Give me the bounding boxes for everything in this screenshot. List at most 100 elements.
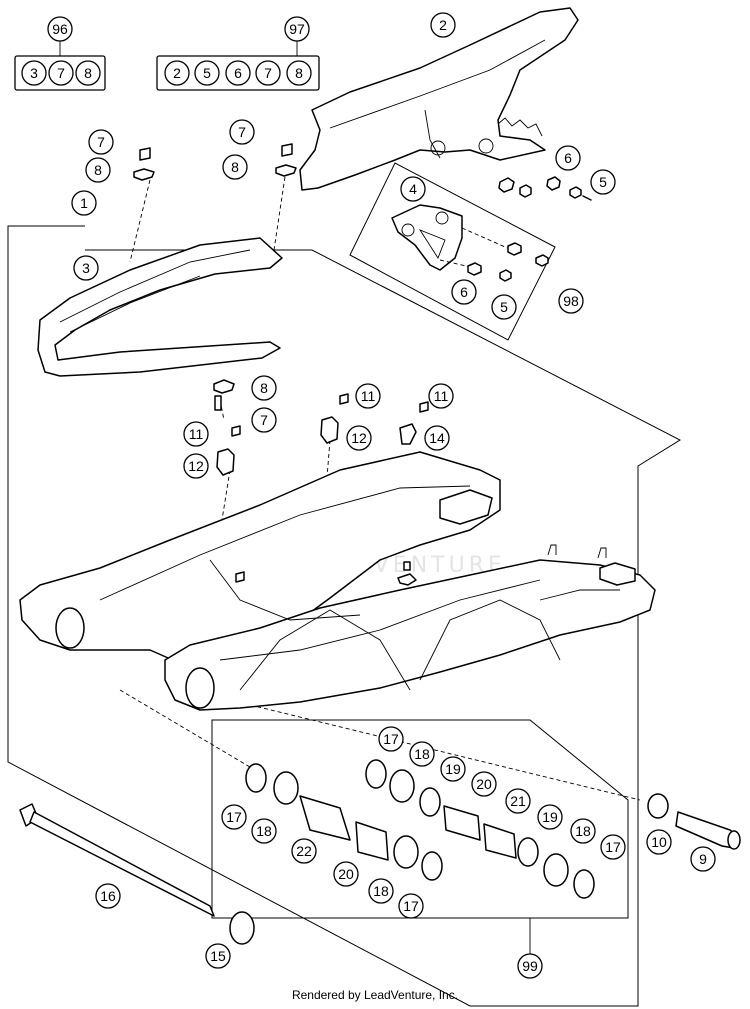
callout-14[interactable]: 14 <box>424 425 450 451</box>
callout-8[interactable]: 8 <box>251 375 277 401</box>
callout-5[interactable]: 5 <box>491 294 517 320</box>
kit-96-item[interactable]: 8 <box>75 60 101 86</box>
callout-96[interactable]: 96 <box>47 16 73 42</box>
svg-text:8: 8 <box>295 65 303 81</box>
svg-text:19: 19 <box>445 761 461 777</box>
callout-19[interactable]: 19 <box>440 756 466 782</box>
svg-text:20: 20 <box>338 866 354 882</box>
svg-text:17: 17 <box>605 839 621 855</box>
svg-text:7: 7 <box>238 124 246 140</box>
svg-text:4: 4 <box>409 181 417 197</box>
callout-15[interactable]: 15 <box>205 943 231 969</box>
svg-text:7: 7 <box>57 65 65 81</box>
callout-8[interactable]: 8 <box>85 157 111 183</box>
kit-97: 97 2 5 6 7 8 <box>156 16 320 91</box>
svg-text:2: 2 <box>439 17 447 33</box>
kit-97-item[interactable]: 5 <box>194 60 220 86</box>
kit-97-item[interactable]: 2 <box>164 60 190 86</box>
callout-2[interactable]: 2 <box>430 12 456 38</box>
svg-text:5: 5 <box>599 174 607 190</box>
kit-97-item[interactable]: 6 <box>225 60 251 86</box>
callout-8[interactable]: 8 <box>222 154 248 180</box>
kit-96-item[interactable]: 3 <box>21 60 47 86</box>
pivot-bolt <box>647 793 741 850</box>
callout-20[interactable]: 20 <box>333 861 359 887</box>
callout-6[interactable]: 6 <box>555 145 581 171</box>
callout-20[interactable]: 20 <box>471 771 497 797</box>
svg-text:7: 7 <box>260 412 268 428</box>
kit-96-item[interactable]: 7 <box>48 60 74 86</box>
kit-97-item[interactable]: 8 <box>286 60 312 86</box>
svg-text:9: 9 <box>699 851 707 867</box>
svg-text:2: 2 <box>173 65 181 81</box>
svg-text:96: 96 <box>52 21 68 37</box>
callout-18[interactable]: 18 <box>409 741 435 767</box>
callout-3[interactable]: 3 <box>73 255 99 281</box>
swingarm-axle <box>19 803 255 945</box>
swingarm <box>19 451 656 711</box>
svg-text:8: 8 <box>260 380 268 396</box>
svg-text:12: 12 <box>351 430 367 446</box>
svg-text:5: 5 <box>203 65 211 81</box>
svg-text:8: 8 <box>94 162 102 178</box>
svg-text:11: 11 <box>434 388 449 404</box>
svg-text:20: 20 <box>476 776 492 792</box>
svg-text:3: 3 <box>82 260 90 276</box>
callout-10[interactable]: 10 <box>646 829 672 855</box>
callout-11[interactable]: 11 <box>183 421 209 447</box>
callout-19[interactable]: 19 <box>537 804 563 830</box>
callout-12[interactable]: 12 <box>346 425 372 451</box>
kit-97-item[interactable]: 7 <box>255 60 281 86</box>
bolts-top <box>498 176 592 201</box>
svg-text:10: 10 <box>651 834 667 850</box>
callout-7[interactable]: 7 <box>229 119 255 145</box>
callout-99[interactable]: 99 <box>517 953 543 979</box>
callout-9[interactable]: 9 <box>690 846 716 872</box>
svg-text:15: 15 <box>210 948 226 964</box>
svg-text:1: 1 <box>80 195 88 211</box>
callout-4[interactable]: 4 <box>400 176 426 202</box>
svg-text:12: 12 <box>188 458 204 474</box>
callout-16[interactable]: 16 <box>95 883 121 909</box>
svg-text:17: 17 <box>383 731 399 747</box>
callout-98[interactable]: 98 <box>558 288 584 314</box>
svg-text:8: 8 <box>231 159 239 175</box>
callout-18[interactable]: 18 <box>368 878 394 904</box>
callout-12[interactable]: 12 <box>183 453 209 479</box>
callout-7[interactable]: 7 <box>251 407 277 433</box>
footer-credit: Rendered by LeadVenture, Inc. <box>291 988 459 1002</box>
callout-18[interactable]: 18 <box>570 818 596 844</box>
kit-96: 96 3 7 8 <box>14 16 106 91</box>
callout-1[interactable]: 1 <box>71 190 97 216</box>
callout-18[interactable]: 18 <box>251 818 277 844</box>
callout-17[interactable]: 17 <box>398 893 424 919</box>
callout-5[interactable]: 5 <box>590 169 616 195</box>
svg-text:98: 98 <box>563 293 579 309</box>
callout-11[interactable]: 11 <box>355 383 381 409</box>
sprocket-guide <box>391 204 513 271</box>
svg-text:97: 97 <box>289 21 305 37</box>
svg-text:18: 18 <box>256 823 272 839</box>
svg-text:14: 14 <box>429 430 445 446</box>
svg-text:3: 3 <box>30 65 38 81</box>
callout-11[interactable]: 11 <box>428 383 454 409</box>
svg-text:6: 6 <box>564 150 572 166</box>
assembly-frame <box>7 225 682 1007</box>
svg-text:8: 8 <box>84 65 92 81</box>
callout-21[interactable]: 21 <box>505 788 531 814</box>
callout-17[interactable]: 17 <box>600 834 626 860</box>
callout-22[interactable]: 22 <box>291 838 317 864</box>
callout-6[interactable]: 6 <box>451 279 477 305</box>
callout-17[interactable]: 17 <box>378 726 404 752</box>
chain-guard <box>299 7 579 191</box>
sprocket-guide-frame <box>349 162 556 341</box>
bearings <box>245 759 595 899</box>
svg-text:6: 6 <box>460 284 468 300</box>
callout-7[interactable]: 7 <box>88 129 114 155</box>
callout-97[interactable]: 97 <box>284 16 310 42</box>
svg-text:19: 19 <box>542 809 558 825</box>
leader-lines <box>119 169 641 801</box>
callout-17[interactable]: 17 <box>221 804 247 830</box>
bearing-kit-frame <box>211 719 629 919</box>
